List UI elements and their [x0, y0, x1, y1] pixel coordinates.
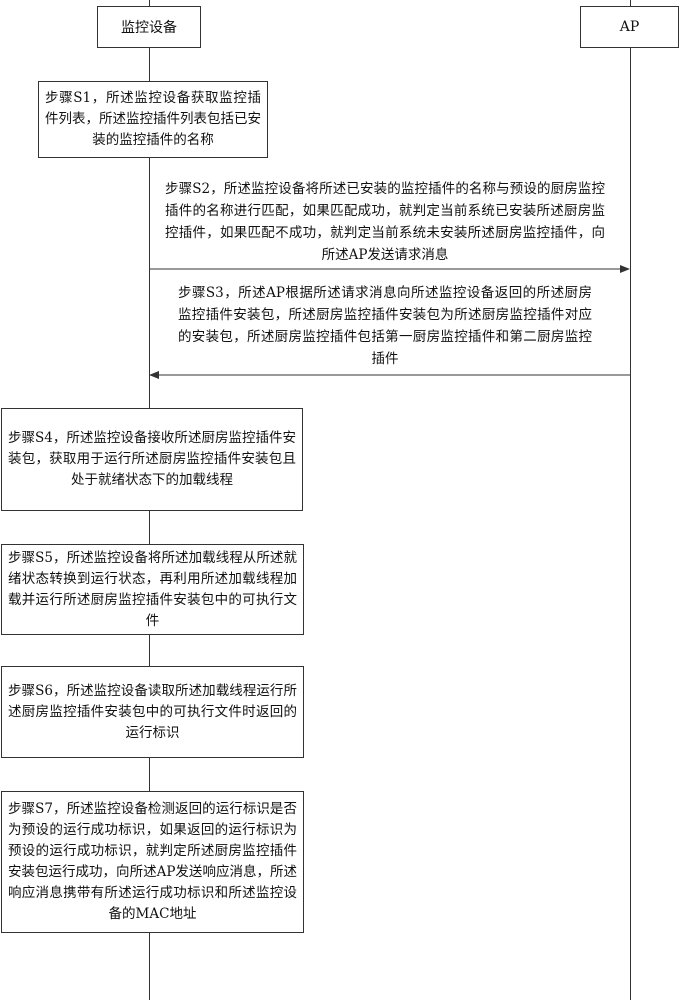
message-s3-label: 步骤S3，所述AP根据所述请求消息向所述监控设备返回的所述厨房监控插件安装包，所… [178, 282, 592, 370]
step-s4-box: 步骤S4，所述监控设备接收所述厨房监控插件安装包，获取用于运行所述厨房监控插件安… [1, 408, 303, 511]
step-s1-text: 步骤S1，所述监控设备获取监控插件列表，所述监控插件列表包括已安装的监控插件的名… [45, 90, 261, 148]
step-s1-box: 步骤S1，所述监控设备获取监控插件列表，所述监控插件列表包括已安装的监控插件的名… [38, 81, 268, 158]
step-s4-text: 步骤S4，所述监控设备接收所述厨房监控插件安装包，获取用于运行所述厨房监控插件安… [8, 430, 296, 488]
step-s5-text: 步骤S5，所述监控设备将所述加载线程从所述就绪状态转换到运行状态，再利用所述加载… [8, 549, 297, 629]
message-s2-label: 步骤S2，所述监控设备将所述已安装的监控插件的名称与预设的厨房监控插件的名称进行… [165, 178, 605, 266]
actor-monitoring-device: 监控设备 [97, 6, 201, 48]
step-s7-box: 步骤S7，所述监控设备检测返回的运行标识是否为预设的运行成功标识，如果返回的运行… [1, 791, 304, 933]
arrow-s3-install-package [149, 371, 630, 379]
message-s2-text: 步骤S2，所述监控设备将所述已安装的监控插件的名称与预设的厨房监控插件的名称进行… [165, 181, 605, 263]
step-s6-box: 步骤S6，所述监控设备读取所述加载线程运行所述厨房监控插件安装包中的可执行文件时… [1, 666, 304, 758]
actor-monitoring-device-label: 监控设备 [121, 20, 177, 36]
step-s6-text: 步骤S6，所述监控设备读取所述加载线程运行所述厨房监控插件安装包中的可执行文件时… [8, 682, 297, 741]
arrow-s2-request [149, 265, 630, 273]
step-s7-text: 步骤S7，所述监控设备检测返回的运行标识是否为预设的运行成功标识，如果返回的运行… [8, 801, 297, 922]
actor-ap-label: AP [619, 19, 640, 35]
message-s3-text: 步骤S3，所述AP根据所述请求消息向所述监控设备返回的所述厨房监控插件安装包，所… [178, 285, 592, 367]
step-s5-box: 步骤S5，所述监控设备将所述加载线程从所述就绪状态转换到运行状态，再利用所述加载… [1, 544, 304, 635]
lifeline-ap [630, 0, 631, 1000]
